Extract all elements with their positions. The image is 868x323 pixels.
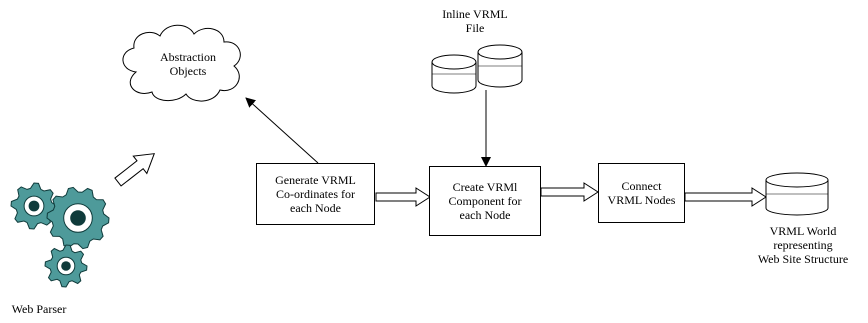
- connect-line-2: VRML Nodes: [607, 193, 676, 207]
- generate-line-1: Generate VRML: [275, 173, 356, 187]
- cloud-icon: [122, 24, 241, 102]
- generate-coordinates-box: Generate VRML Co-ordinates for each Node: [256, 163, 375, 225]
- create-line-2: Component for: [448, 194, 522, 208]
- world-line-1: VRML World: [769, 224, 837, 238]
- inline-line-1: Inline VRML: [442, 7, 508, 21]
- gear-small-icon: [10, 182, 58, 230]
- database-icon: [431, 44, 523, 94]
- web-parser-label: Web Parser: [11, 302, 67, 316]
- inline-vrml-file-label: Inline VRML File: [420, 7, 530, 35]
- gear-large-icon: [46, 186, 110, 250]
- create-line-1: Create VRMl: [452, 180, 518, 194]
- generate-to-abstraction-arrow: [245, 97, 319, 164]
- gear-bottom-icon: [44, 244, 88, 288]
- create-to-connect-arrow: [540, 182, 599, 202]
- connect-nodes-box: Connect VRML Nodes: [598, 163, 685, 223]
- create-line-3: each Node: [459, 208, 511, 222]
- connect-line-1: Connect: [621, 179, 662, 193]
- generate-to-create-arrow: [375, 187, 431, 207]
- world-line-3: Web Site Structure: [757, 252, 849, 266]
- abstraction-line-1: Abstraction: [160, 50, 216, 64]
- connect-to-world-arrow: [684, 187, 767, 207]
- generate-line-2: Co-ordinates for: [276, 187, 355, 201]
- gears-icon: [10, 182, 110, 288]
- world-line-2: representing: [773, 238, 833, 252]
- parser-to-abstraction-arrow: [114, 153, 156, 187]
- create-component-box: Create VRMl Component for each Node: [429, 166, 541, 236]
- inline-line-2: File: [465, 21, 485, 35]
- world-database-icon: [765, 172, 829, 216]
- abstraction-line-2: Objects: [169, 64, 207, 78]
- vrml-world-label: VRML World representing Web Site Structu…: [740, 224, 866, 266]
- generate-line-3: each Node: [290, 201, 341, 215]
- abstraction-objects-label: Abstraction Objects: [140, 50, 236, 78]
